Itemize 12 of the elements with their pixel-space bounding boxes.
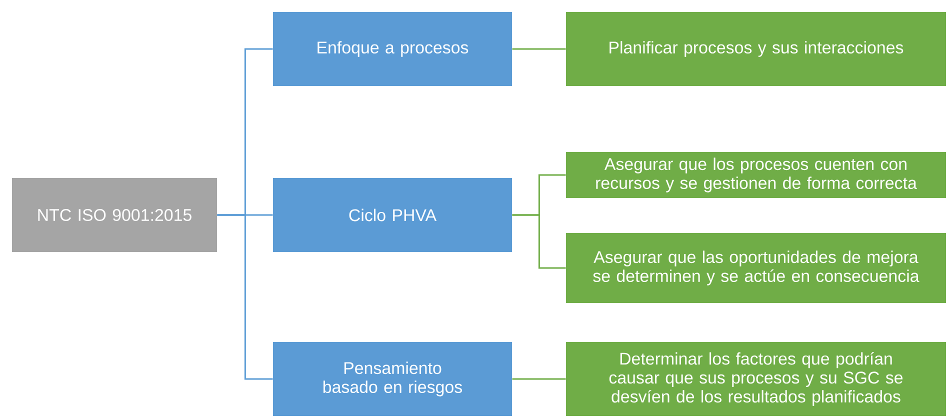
- description-box: Determinar los factores que podrían causar que sus procesos y su SGC se desvíen de los resultados planificados: [566, 342, 946, 416]
- description-box: Planificar procesos y sus interacciones: [566, 12, 946, 86]
- category-box: Ciclo PHVA: [273, 178, 512, 252]
- root-box: NTC ISO 9001:2015: [12, 178, 217, 252]
- connector-line: [512, 214, 566, 269]
- category-box: Enfoque a procesos: [273, 12, 512, 86]
- description-box: Asegurar que las oportunidades de mejora se determinen y se actúe en consecuencia: [566, 233, 946, 303]
- connector-line: [512, 378, 566, 380]
- connector-line: [512, 48, 566, 50]
- description-box: Asegurar que los procesos cuenten con recursos y se gestionen de forma correcta: [566, 152, 946, 198]
- connector-line: [217, 214, 273, 380]
- category-box: Pensamiento basado en riesgos: [273, 342, 512, 416]
